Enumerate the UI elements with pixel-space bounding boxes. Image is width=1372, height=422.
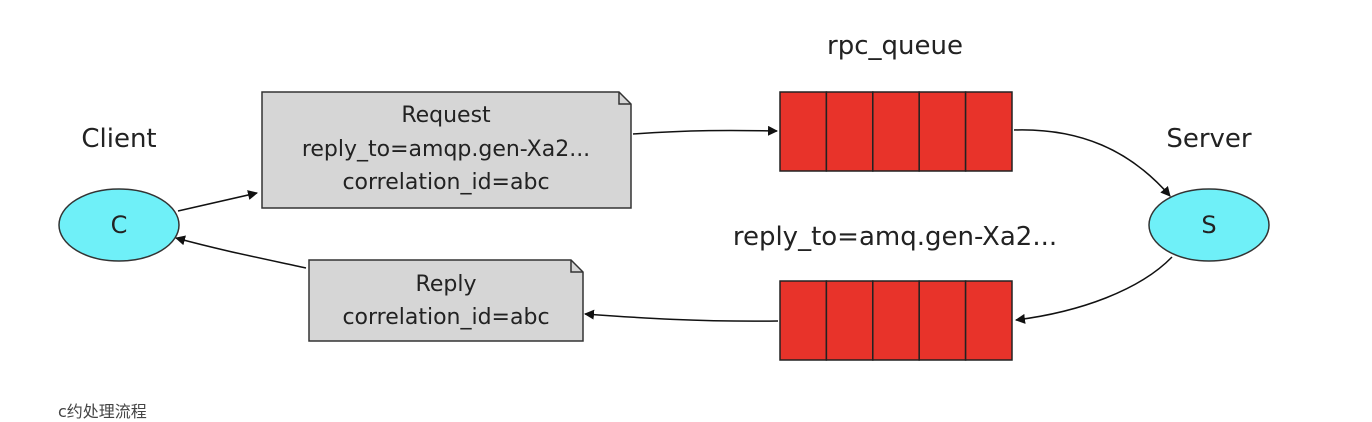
reply-note-fold bbox=[570, 260, 583, 273]
rpc-queue-slot bbox=[964, 91, 1013, 172]
reply-queue-slot bbox=[779, 280, 828, 361]
reply-queue-slot bbox=[918, 280, 967, 361]
reply-queue-slot bbox=[825, 280, 874, 361]
rpc-queue-label: rpc_queue bbox=[827, 31, 963, 61]
arrow-client-to-request bbox=[177, 190, 258, 212]
request-note bbox=[261, 91, 632, 209]
rpc-queue-slot bbox=[872, 91, 920, 172]
reply-correlation-id: correlation_id=abc bbox=[342, 305, 549, 330]
rpc-queue-slot bbox=[825, 91, 874, 172]
reply-queue-slot bbox=[964, 280, 1013, 361]
reply-title: Reply bbox=[416, 272, 477, 297]
rpc-queue-slot bbox=[779, 91, 828, 172]
arrow-request-to-rpc-queue bbox=[632, 125, 778, 136]
reply-queue-label: reply_to=amq.gen-Xa2... bbox=[733, 222, 1057, 252]
request-note-fold bbox=[618, 92, 631, 105]
server-label: Server bbox=[1166, 124, 1252, 154]
arrow-rpc-queue-to-server bbox=[1013, 129, 1171, 197]
request-title: Request bbox=[401, 103, 491, 128]
rpc-queue bbox=[779, 91, 1013, 172]
server-node-letter: S bbox=[1201, 211, 1216, 239]
footer-caption: c约处理流程 bbox=[58, 402, 147, 421]
reply-queue-slot bbox=[872, 280, 920, 361]
client-label: Client bbox=[81, 124, 156, 154]
client-node-letter: C bbox=[111, 211, 128, 239]
rpc-queue-slot bbox=[918, 91, 967, 172]
request-correlation-id: correlation_id=abc bbox=[342, 170, 549, 195]
arrow-server-to-reply-queue bbox=[1015, 256, 1173, 324]
server-node bbox=[1148, 188, 1270, 262]
reply-queue bbox=[779, 280, 1013, 361]
reply-note bbox=[308, 259, 584, 342]
client-node bbox=[58, 188, 180, 262]
request-reply-to: reply_to=amqp.gen-Xa2... bbox=[302, 137, 590, 162]
arrow-reply-to-client bbox=[175, 235, 307, 269]
arrow-reply-queue-to-reply bbox=[584, 309, 779, 322]
